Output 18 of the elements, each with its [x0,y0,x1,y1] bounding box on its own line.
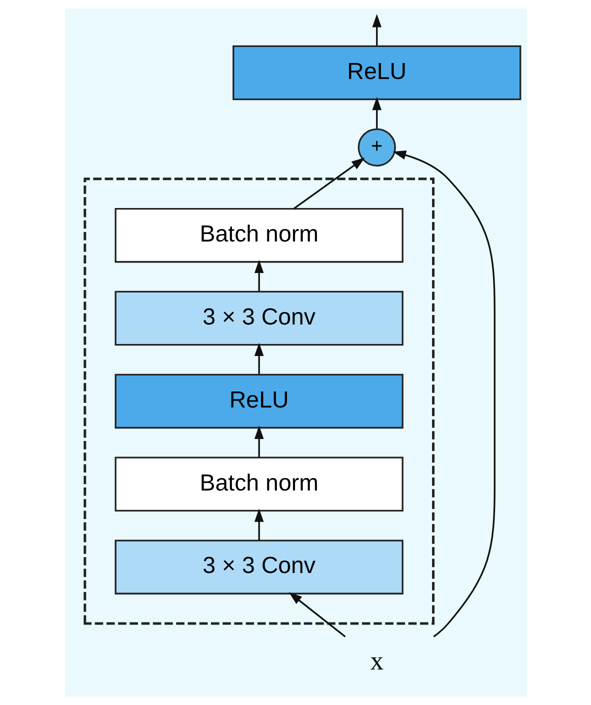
arrow [392,150,495,638]
cluster [83,178,434,625]
node-box: ReLU [232,45,521,100]
arrow [254,426,264,458]
node-box: ReLU [114,374,403,429]
node-text: x [370,646,384,676]
node-circle: + [357,128,396,166]
arrow [254,508,264,540]
node-box: Batch norm [114,208,403,263]
arrow [288,592,346,638]
arrow [292,158,364,210]
node-box: Batch norm [114,456,403,512]
arrow [254,342,264,374]
node-box: 3 × 3 Conv [114,540,403,594]
arrow [254,260,264,292]
arrow [372,96,382,128]
node-box: 3 × 3 Conv [114,290,403,346]
arrow [372,14,382,46]
